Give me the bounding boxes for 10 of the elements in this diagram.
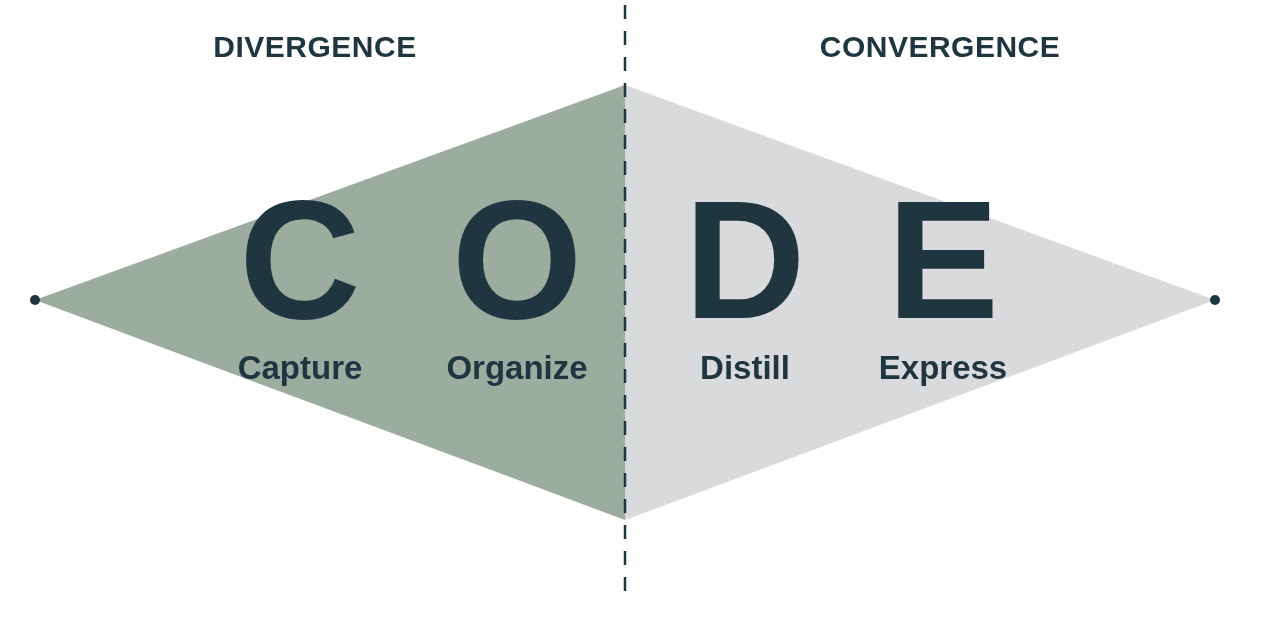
step-label: Express — [878, 349, 1008, 387]
section-heading: DIVERGENCE — [212, 30, 418, 64]
large-letter: O — [451, 185, 583, 335]
large-letter: D — [684, 185, 806, 335]
section-heading: CONVERGENCE — [818, 30, 1062, 64]
large-letter: C — [239, 185, 361, 335]
step-label: Organize — [446, 349, 588, 387]
large-letter: E — [886, 185, 1000, 335]
step-label: Capture — [237, 349, 363, 387]
step-label: Distill — [700, 349, 790, 387]
